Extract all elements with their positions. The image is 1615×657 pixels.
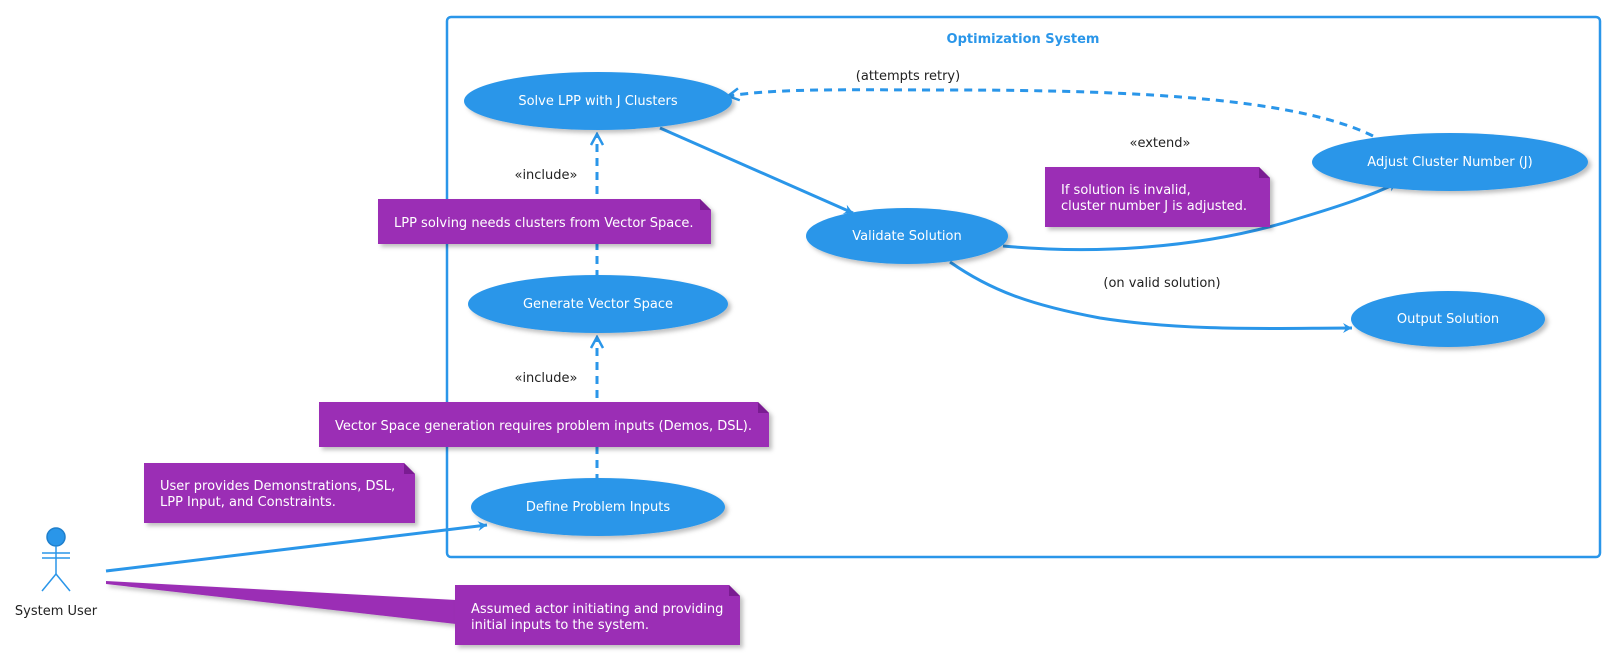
edge-validate-to-output [949,260,1353,334]
note-vector-inputs-line-1: Vector Space generation requires problem… [335,419,752,434]
note-actor-line-2: initial inputs to the system. [471,618,649,633]
note-actor-line-1: Assumed actor initiating and providing [471,602,723,617]
note-lpp-clusters-line-1: LPP solving needs clusters from Vector S… [394,216,694,231]
usecase-output-solution[interactable]: Output Solution [1351,291,1545,347]
actor-system-user[interactable]: System User [15,527,98,619]
edge-actor-to-define [105,521,488,573]
note-user-provides-line-2: LPP Input, and Constraints. [160,495,336,510]
label-include-bottom: «include» [514,371,577,386]
usecase-validate-solution[interactable]: Validate Solution [806,208,1008,264]
usecase-output-solution-label: Output Solution [1397,312,1499,327]
system-title: Optimization System [947,32,1100,47]
edge-solve-to-validate [659,126,854,215]
usecase-solve-lpp[interactable]: Solve LPP with J Clusters [464,72,732,130]
usecase-adjust-cluster-label: Adjust Cluster Number (J) [1367,155,1532,170]
stick-figure-icon [41,527,71,592]
usecase-solve-lpp-label: Solve LPP with J Clusters [518,94,678,109]
edge-validate-to-adjust [1002,181,1398,252]
label-include-top: «include» [514,168,577,183]
label-on-valid-solution: (on valid solution) [1103,276,1220,291]
note-invalid-solution-line-1: If solution is invalid, [1061,183,1191,198]
label-extend: «extend» [1130,136,1191,151]
note-user-provides-line-1: User provides Demonstrations, DSL, [160,479,395,494]
actor-note-connector [106,581,456,624]
usecase-generate-vector-space[interactable]: Generate Vector Space [468,275,728,333]
label-attempts-retry: (attempts retry) [856,69,960,84]
note-user-provides [144,463,415,523]
note-invalid-solution [1045,167,1270,227]
note-invalid-solution-line-2: cluster number J is adjusted. [1061,199,1247,214]
actor-label: System User [15,604,98,619]
usecase-define-problem-inputs-label: Define Problem Inputs [526,500,671,515]
usecase-generate-vector-space-label: Generate Vector Space [523,297,673,312]
note-actor [455,585,740,645]
usecase-define-problem-inputs[interactable]: Define Problem Inputs [471,478,725,536]
note-vector-inputs [319,402,769,447]
usecase-adjust-cluster[interactable]: Adjust Cluster Number (J) [1312,133,1588,191]
usecase-validate-solution-label: Validate Solution [852,229,961,244]
note-lpp-clusters [378,199,711,244]
